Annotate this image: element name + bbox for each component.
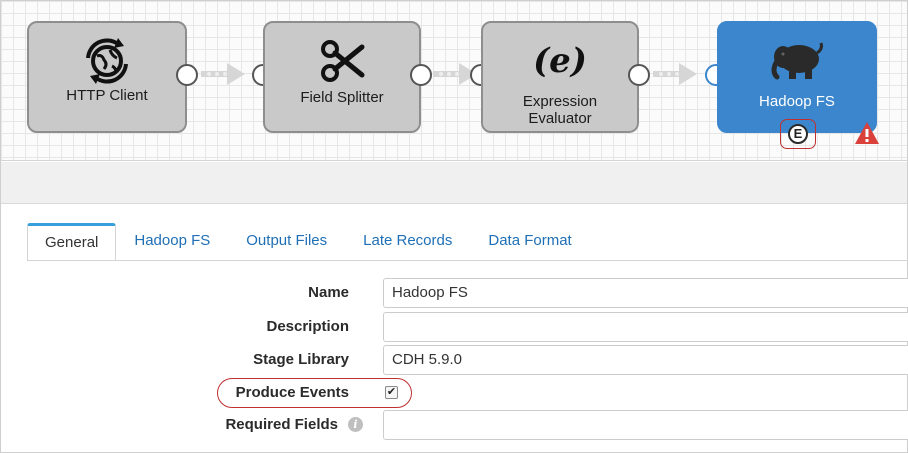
output-port[interactable] — [176, 64, 198, 86]
expression-icon: (e) — [533, 41, 587, 81]
form-row-stage-library: Stage Library CDH 5.9.0 — [1, 345, 908, 375]
stream-arrow-icon — [201, 63, 245, 85]
event-port-icon[interactable]: E — [788, 124, 808, 144]
tab-divider — [27, 260, 908, 261]
output-port[interactable] — [410, 64, 432, 86]
tab-general[interactable]: General — [27, 223, 117, 261]
stage-http-client[interactable]: HTTP Client — [27, 21, 187, 133]
scissors-icon — [318, 35, 366, 87]
info-icon[interactable]: i — [348, 417, 363, 432]
form-row-produce-events: Produce Events ✔ — [1, 378, 908, 408]
required-fields-input[interactable] — [383, 410, 908, 440]
stage-hadoop-fs[interactable]: Hadoop FS — [717, 21, 877, 133]
name-input[interactable]: Hadoop FS — [383, 278, 908, 308]
produce-events-highlight — [217, 378, 412, 408]
globe-sync-icon — [82, 35, 132, 87]
tab-hadoop-fs[interactable]: Hadoop FS — [134, 232, 211, 249]
description-input[interactable] — [383, 312, 908, 342]
stage-label: HTTP Client — [66, 87, 148, 104]
stage-expression-evaluator[interactable]: (e) Expression Evaluator — [481, 21, 639, 133]
output-port[interactable] — [628, 64, 650, 86]
stage-field-splitter[interactable]: Field Splitter — [263, 21, 421, 133]
form-row-description: Description — [1, 312, 908, 342]
stage-library-label: Stage Library — [253, 351, 349, 368]
stage-label: Field Splitter — [300, 89, 384, 106]
tab-output-files[interactable]: Output Files — [246, 232, 328, 249]
elephant-icon — [769, 35, 825, 87]
stage-label: Expression Evaluator — [522, 93, 598, 127]
name-label: Name — [308, 284, 349, 301]
stage-library-select[interactable]: CDH 5.9.0 — [383, 345, 908, 375]
stream-arrow-icon — [653, 63, 697, 85]
description-label: Description — [266, 318, 349, 335]
toolbar-band — [1, 162, 907, 204]
tab-late-records[interactable]: Late Records — [363, 232, 453, 249]
event-stream-highlight: E — [780, 119, 816, 149]
tab-data-format[interactable]: Data Format — [488, 232, 572, 249]
stage-label: Hadoop FS — [759, 93, 835, 110]
warning-icon[interactable] — [854, 121, 880, 145]
form-row-name: Name Hadoop FS — [1, 278, 908, 308]
stream-arrow-icon — [433, 63, 477, 85]
config-tabs: General Hadoop FS Output Files Late Reco… — [27, 223, 590, 261]
pipeline-canvas[interactable]: HTTP Client Field Splitter — [1, 1, 907, 161]
produce-events-label: Produce Events — [235, 384, 349, 401]
